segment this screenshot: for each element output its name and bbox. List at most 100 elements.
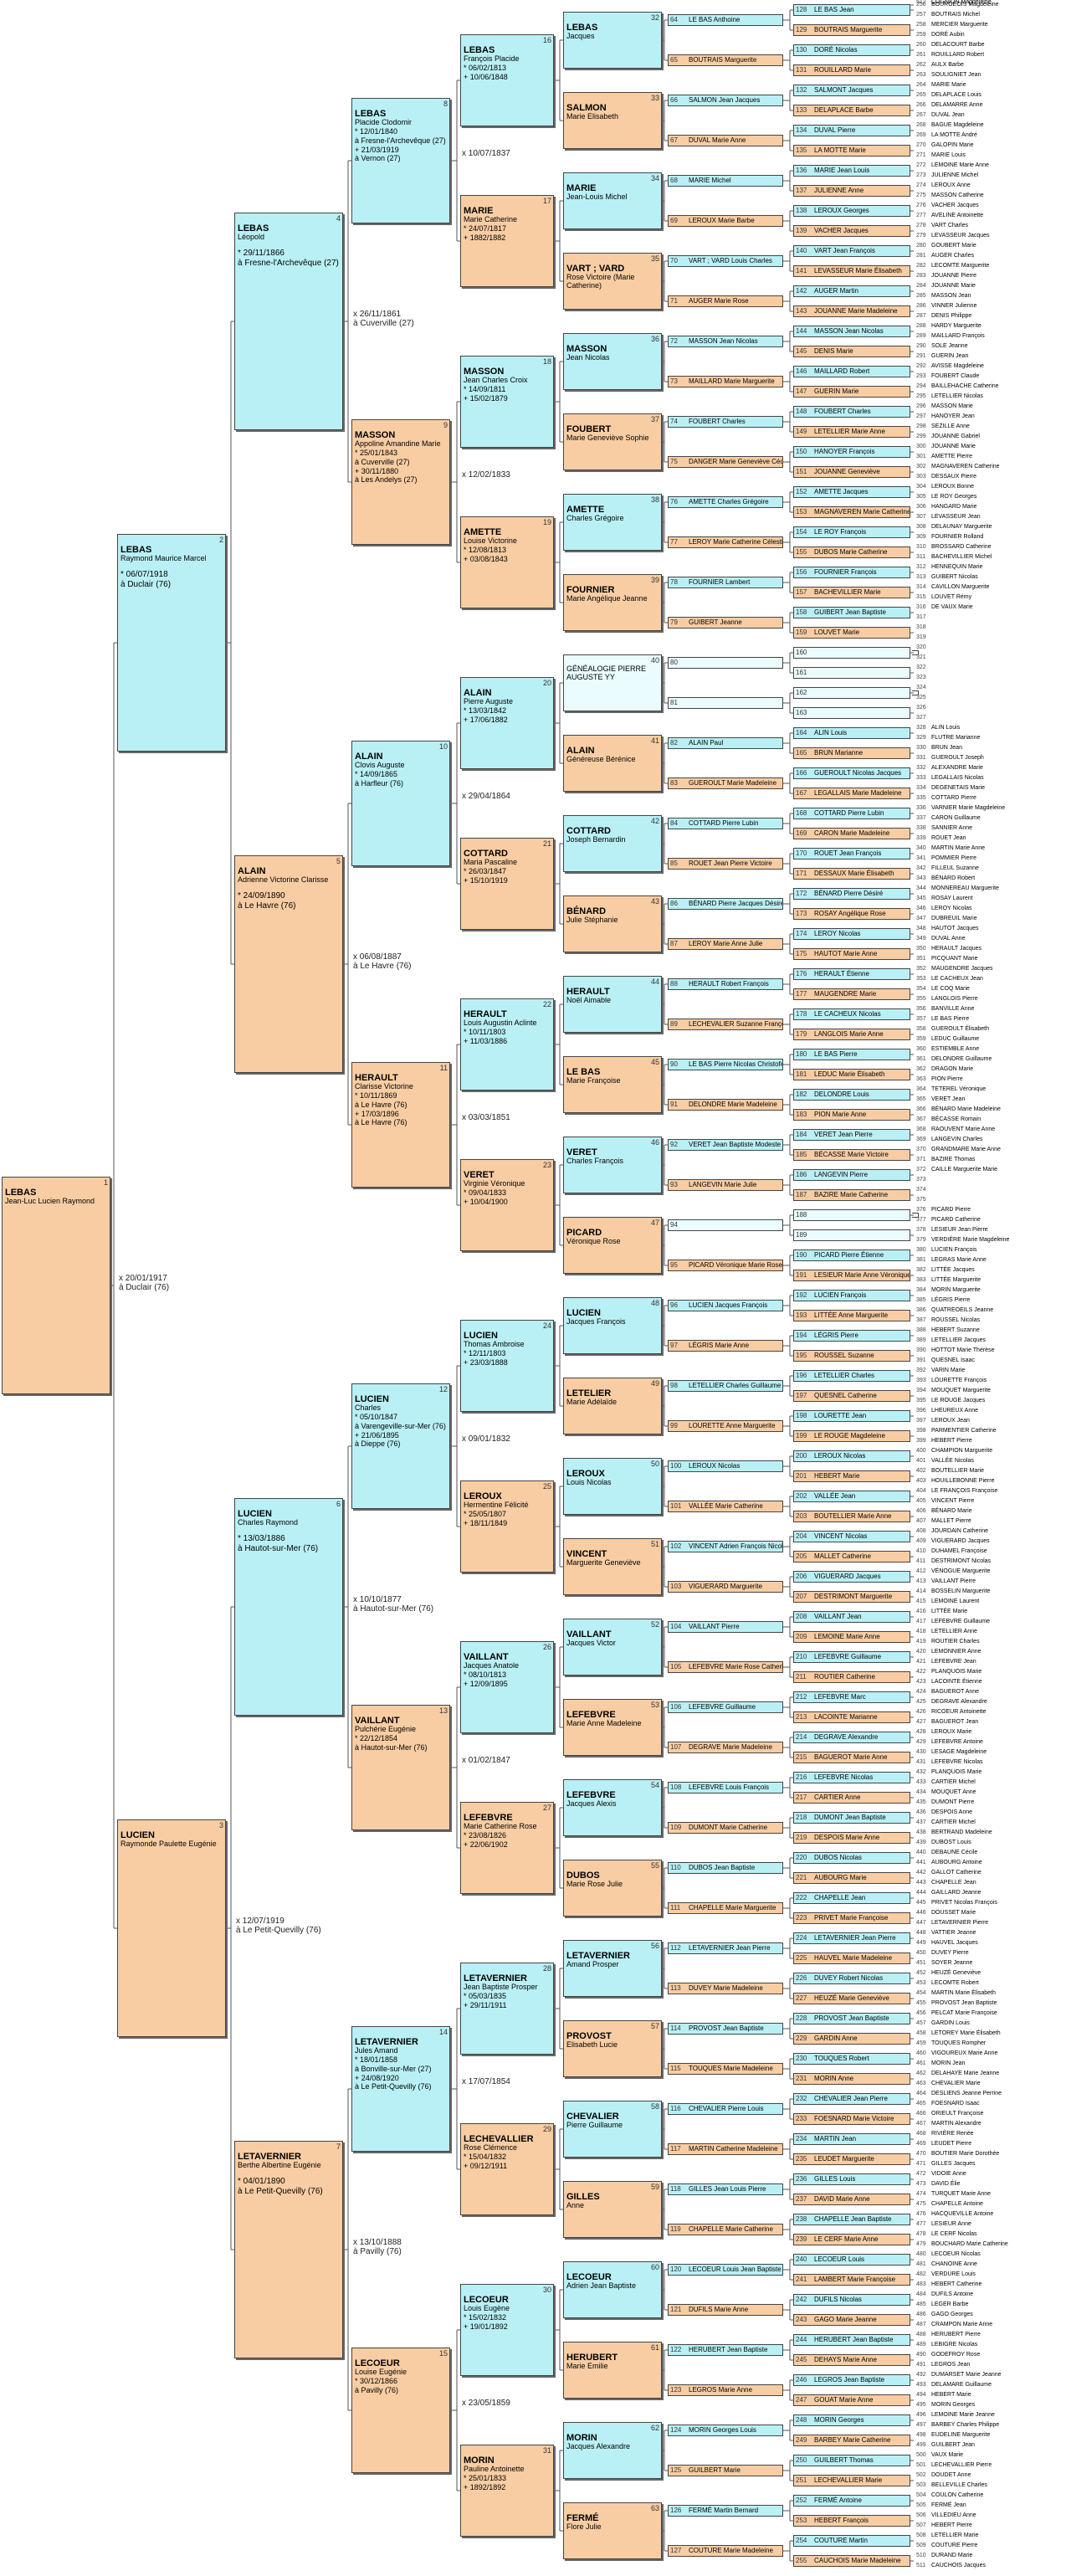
ancestor-row-81[interactable]: 81 xyxy=(668,697,783,709)
ancestor-row-80[interactable]: 80 xyxy=(668,657,783,669)
ancestor-row-161[interactable]: 161 xyxy=(793,667,910,679)
